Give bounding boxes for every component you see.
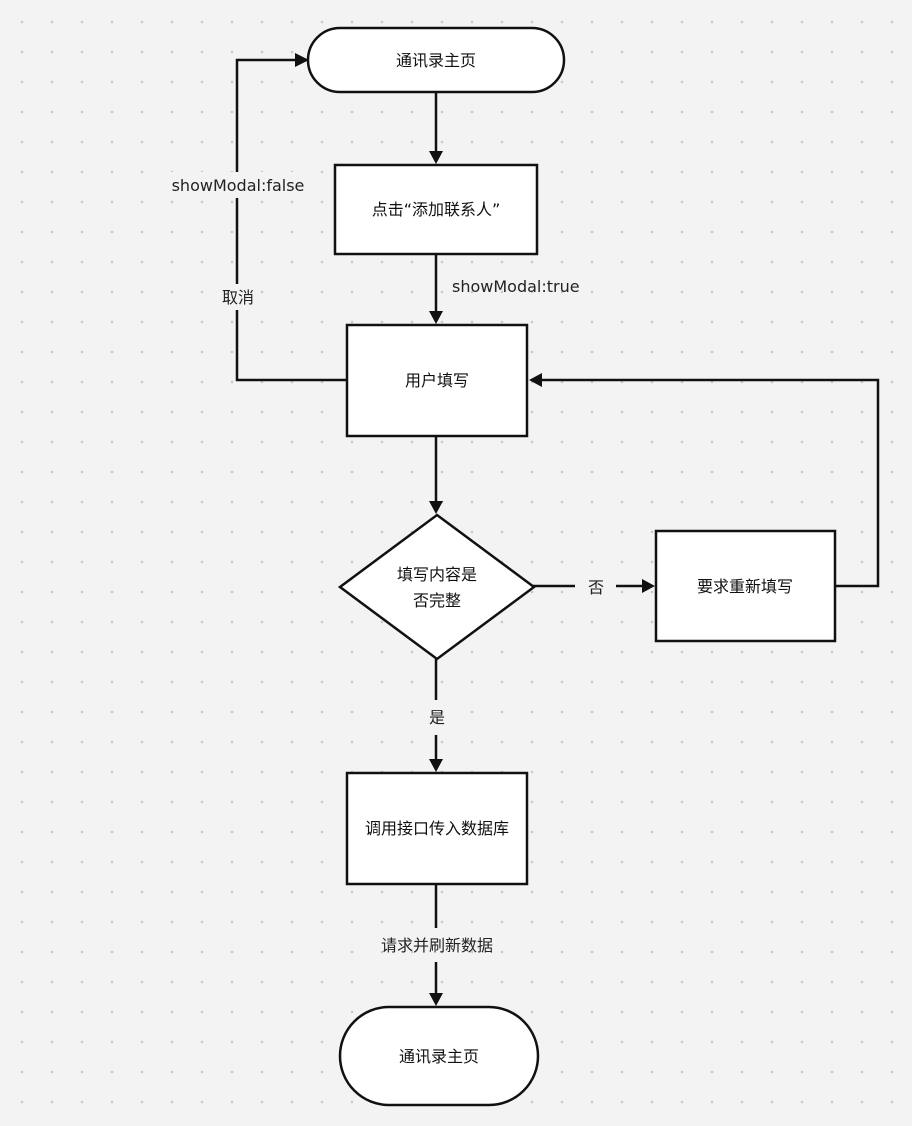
decision-label-line1: 填写内容是	[397, 565, 477, 584]
click-add-contact-label: 点击“添加联系人”	[372, 200, 501, 219]
arrowhead	[429, 759, 443, 772]
arrowhead	[295, 53, 309, 67]
refill-request-box	[654, 529, 837, 643]
edge-refill-loop	[541, 378, 880, 588]
completeness-decision	[337, 513, 537, 661]
arrowhead	[429, 311, 443, 324]
click-add-contact-box	[333, 163, 539, 256]
arrowhead	[429, 151, 443, 164]
open-state-label: showModal:true	[452, 277, 580, 296]
label-bg	[216, 284, 260, 310]
user-fill-box	[345, 323, 529, 438]
decision-label-line2: 否完整	[413, 591, 461, 610]
cancel-state-label: showModal:false	[172, 176, 305, 195]
start-label: 通讯录主页	[396, 51, 476, 70]
refill-request-label: 要求重新填写	[697, 577, 793, 596]
refresh-label: 请求并刷新数据	[381, 936, 493, 955]
arrowhead	[529, 373, 542, 387]
call-api-label: 调用接口传入数据库	[365, 819, 509, 838]
call-api-box	[345, 771, 529, 886]
label-bg	[162, 172, 314, 198]
arrowhead	[642, 579, 655, 593]
yes-label: 是	[429, 708, 445, 727]
user-fill-label: 用户填写	[405, 371, 469, 390]
end-label: 通讯录主页	[399, 1047, 479, 1066]
edge-cancel-loop	[235, 58, 347, 382]
no-label: 否	[588, 578, 604, 597]
start-terminator	[306, 26, 566, 94]
end-terminator	[338, 1005, 540, 1107]
arrowhead	[429, 501, 443, 514]
cancel-label: 取消	[222, 288, 254, 307]
arrowhead	[429, 993, 443, 1006]
